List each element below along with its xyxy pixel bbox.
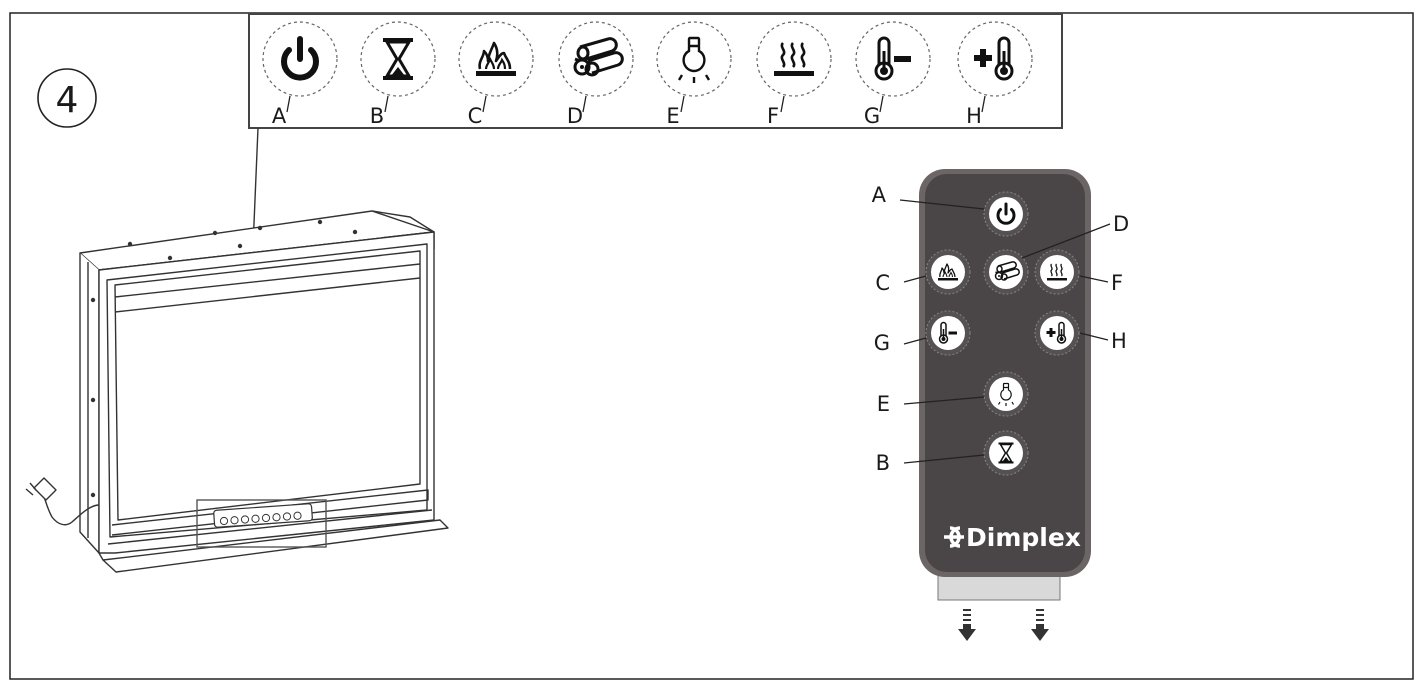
step-number: 4 xyxy=(56,80,79,121)
legend-button-b: B xyxy=(360,21,436,128)
callout-line-b xyxy=(903,454,985,464)
remote-button-b xyxy=(983,430,1029,476)
dimplex-logo-icon xyxy=(944,526,964,548)
legend-button-d: D xyxy=(558,21,634,128)
legend-buttons: A B C D E F G H xyxy=(262,21,1033,128)
legend-button-e: E xyxy=(656,21,732,128)
down-arrow-right-icon xyxy=(1031,609,1049,641)
legend-letter-c: C xyxy=(468,104,483,128)
remote-callout-b: B xyxy=(876,451,890,475)
remote-button-h xyxy=(1034,310,1080,356)
dimplex-logo: Dimplex xyxy=(944,523,1081,552)
remote-button-a xyxy=(983,191,1029,237)
legend-button-h: H xyxy=(957,21,1033,128)
remote-callout-c: C xyxy=(875,271,890,295)
remote-callout-a: A xyxy=(872,183,887,207)
panel-button-dot xyxy=(240,515,250,524)
fireplace-control-panel xyxy=(196,499,327,548)
panel-button-dot xyxy=(293,511,302,520)
callout-line-c xyxy=(903,275,927,283)
panel-button-dot xyxy=(230,516,239,525)
panel-button-dot xyxy=(261,513,271,523)
panel-button-dot xyxy=(251,514,260,523)
remote-button-g xyxy=(925,310,971,356)
fireplace-insert-drawing xyxy=(25,210,449,573)
panel-button-dot xyxy=(282,512,292,521)
legend-letter-b: B xyxy=(370,104,384,128)
callout-line-h xyxy=(1079,332,1109,341)
remote-button-f xyxy=(1034,249,1080,295)
remote-button-c xyxy=(925,249,971,295)
callout-line-a xyxy=(899,199,985,210)
legend-letter-e: E xyxy=(666,104,679,128)
callout-line-f xyxy=(1079,275,1109,283)
legend-letter-d: D xyxy=(567,104,583,128)
remote-button-e xyxy=(983,371,1029,417)
step-number-badge: 4 xyxy=(37,68,97,128)
callout-line-e xyxy=(903,396,985,405)
legend-letter-f: F xyxy=(767,104,779,128)
legend-button-f: F xyxy=(756,21,832,128)
remote-control: Dimplex xyxy=(919,169,1091,641)
legend-button-a: A xyxy=(262,21,338,128)
remote-brand: Dimplex xyxy=(966,523,1081,552)
remote-callout-g: G xyxy=(874,331,890,355)
legend-letter-h: H xyxy=(966,104,982,128)
legend-button-c: C xyxy=(458,21,534,128)
legend-letter-a: A xyxy=(272,104,287,128)
panel-button-dot xyxy=(219,516,229,526)
remote-button-d xyxy=(983,249,1029,295)
remote-callout-f: F xyxy=(1111,271,1123,295)
panel-button-dot xyxy=(272,513,281,522)
remote-callout-d: D xyxy=(1113,212,1129,236)
down-arrow-left-icon xyxy=(958,609,976,641)
callout-line-d xyxy=(1021,223,1111,259)
remote-callout-e: E xyxy=(877,392,890,416)
legend-letter-g: G xyxy=(864,104,880,128)
legend-button-g: G xyxy=(855,21,931,128)
remote-callout-h: H xyxy=(1111,329,1127,353)
callout-line-g xyxy=(903,337,927,345)
